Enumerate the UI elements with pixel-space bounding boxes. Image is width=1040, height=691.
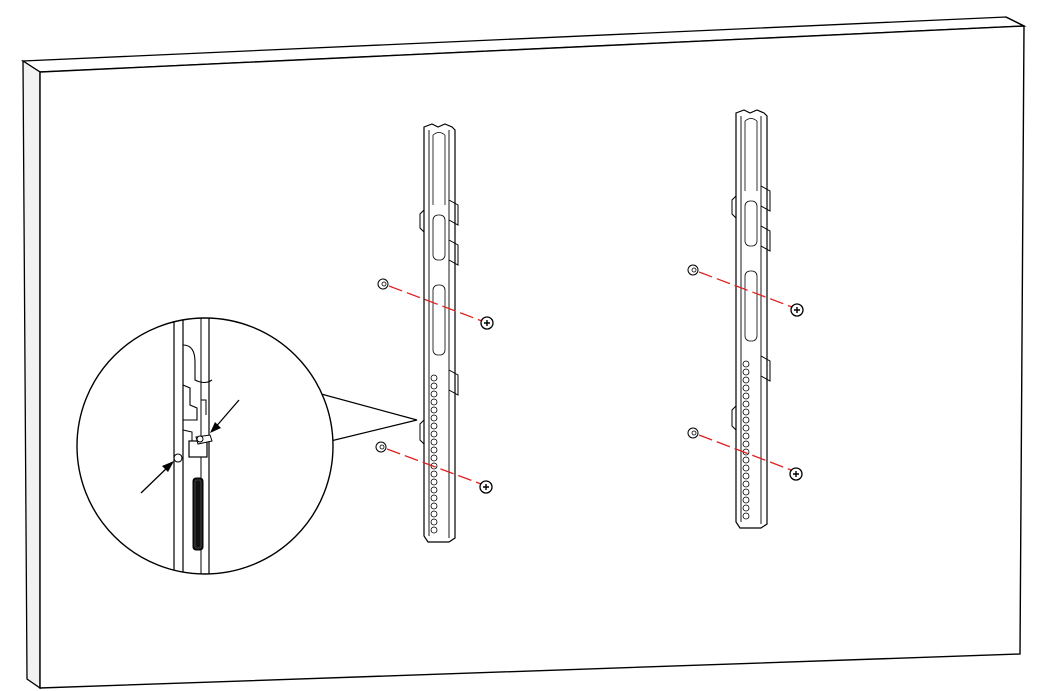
screw-icon	[480, 316, 494, 330]
hardware-left-top	[377, 278, 494, 330]
hardware-left-bottom	[375, 441, 493, 494]
washer-icon	[377, 278, 389, 290]
alignment-guide	[698, 271, 793, 308]
alignment-guide	[698, 434, 792, 471]
detail-magnifier	[76, 317, 334, 575]
bracket-left	[419, 123, 459, 543]
bracket-icon	[419, 123, 459, 543]
washer-icon	[375, 441, 387, 453]
hardware-right-top	[687, 264, 804, 317]
bracket-right	[731, 109, 771, 529]
screw-icon	[789, 467, 803, 481]
washer-icon	[687, 264, 699, 276]
arrow-icon	[210, 399, 240, 433]
alignment-guide	[386, 448, 482, 485]
bracket-holes	[430, 374, 438, 534]
arrow-icon	[140, 461, 174, 494]
washer-icon	[687, 427, 699, 439]
screw-icon	[173, 453, 183, 463]
screw-icon	[479, 480, 493, 494]
panel-left-edge	[22, 59, 41, 690]
screw-icon	[790, 303, 804, 317]
alignment-guide	[388, 285, 483, 322]
hardware-right-bottom	[687, 427, 803, 481]
